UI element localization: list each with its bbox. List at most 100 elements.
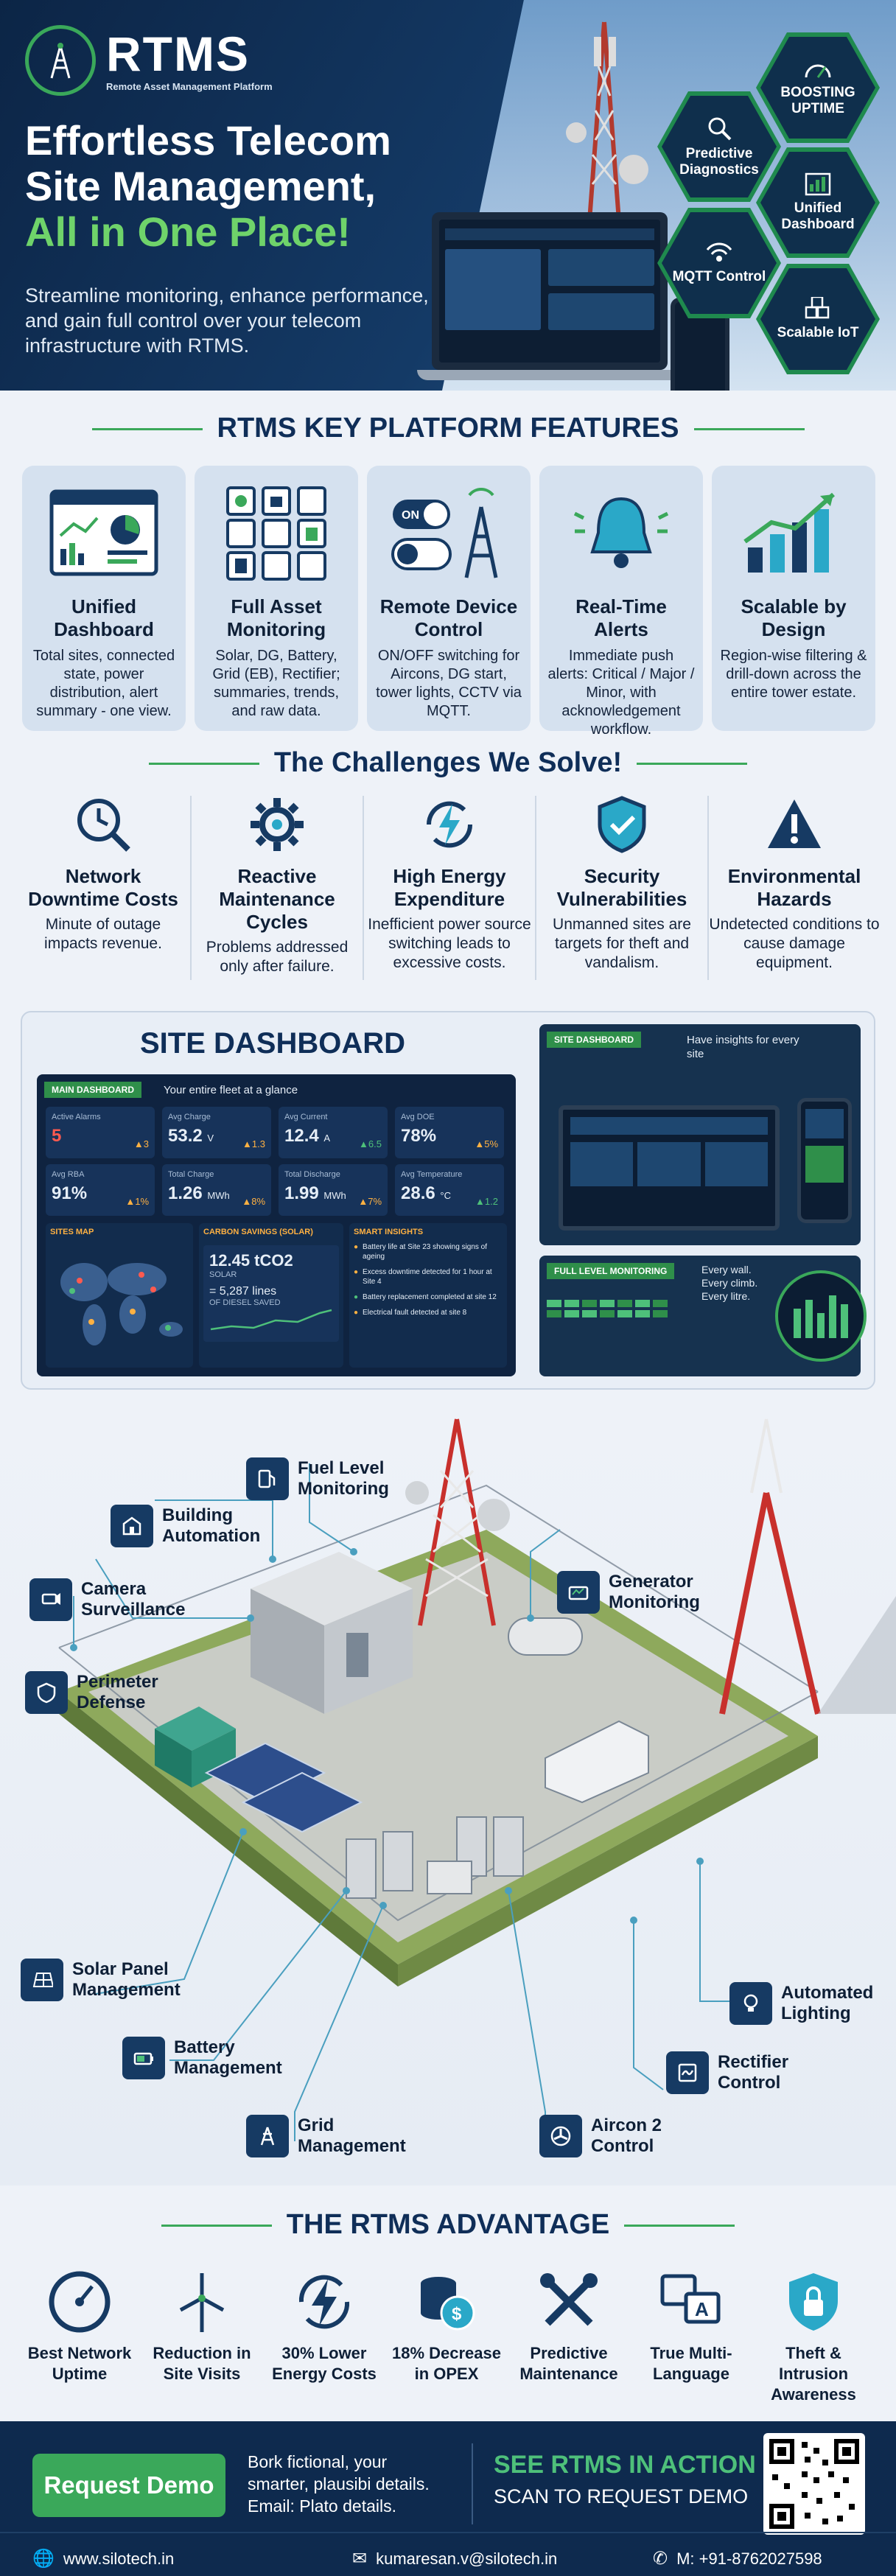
see-subtitle: SCAN TO REQUEST DEMO: [494, 2485, 749, 2507]
footer-email[interactable]: ✉ kumaresan.v@silotech.in: [352, 2548, 557, 2569]
callout-label: Rectifier Control: [718, 2052, 789, 2093]
site-dashboard-mockup: SITE DASHBOARD Have insights for every s…: [539, 1024, 861, 1245]
fuel-monitoring-panel: FULL LEVEL MONITORING Every wall. Every …: [539, 1256, 867, 1376]
kpi-label: Avg DOE: [401, 1113, 435, 1121]
carbon-lines: = 5,287 lines: [209, 1285, 277, 1298]
asset-grid-icon: [226, 486, 326, 581]
advantage-label: 30% Lower Energy Costs: [272, 2344, 377, 2383]
bulb-icon: [729, 1982, 772, 2025]
feature-title: Unified Dashboard: [54, 595, 154, 640]
callout-generator-monitoring: Generator Monitoring: [557, 1571, 719, 1614]
magnifier-gear-icon: [708, 117, 732, 141]
callout-connectors: [70, 1463, 744, 2141]
insight-icon: ●: [354, 1268, 359, 1276]
hero-title: Effortless Telecom Site Management, All …: [25, 118, 391, 255]
callout-aircon-control: Aircon 2 Control: [539, 2115, 672, 2157]
challenge-text: Problems addressed only after failure.: [206, 939, 349, 975]
advantage-predictive: Predictive Maintenance: [510, 2265, 628, 2384]
footer: Request Demo Bork fictional, your smarte…: [0, 2421, 896, 2576]
qr-code[interactable]: [763, 2433, 865, 2535]
carbon-savings-panel[interactable]: CARBON SAVINGS (SOLAR) 12.45 tCO2 SOLAR …: [199, 1223, 343, 1368]
smart-insights-panel[interactable]: SMART INSIGHTS ●Battery life at Site 23 …: [349, 1223, 507, 1368]
feature-title: Full Asset Monitoring: [226, 595, 326, 640]
advantage-label: Best Network Uptime: [27, 2344, 132, 2383]
features-title: RTMS KEY PLATFORM FEATURES: [217, 413, 679, 444]
callout-label: Camera Surveillance: [81, 1579, 186, 1620]
globe-icon: 🌐: [32, 2549, 55, 2569]
tools-icon: [540, 2273, 598, 2326]
lock-icon: [789, 2273, 838, 2331]
hex-predictive-diagnostics: Predictive Diagnostics: [657, 91, 781, 202]
kpi-label: Avg Temperature: [401, 1170, 463, 1179]
footer-phone[interactable]: ✆M: +91-8762027598: [653, 2548, 822, 2569]
kpi-delta: ▲5%: [475, 1138, 498, 1149]
challenge-title: Security Vulnerabilities: [556, 865, 687, 910]
kpi-unit: MWh: [207, 1190, 230, 1201]
callout-label: Automated Lighting: [781, 1983, 874, 2023]
callout-label: Aircon 2 Control: [591, 2115, 662, 2156]
insight-text: Battery replacement completed at site 12: [363, 1293, 497, 1301]
callout-rectifier-control: Rectifier Control: [666, 2051, 799, 2094]
challenge-title: Environmental Hazards: [727, 865, 861, 910]
insights-label: SMART INSIGHTS: [354, 1228, 424, 1236]
brand-logo: RTMS Remote Asset Management Platform: [25, 25, 273, 96]
feature-text: Region-wise filtering & drill-down acros…: [720, 648, 867, 701]
laptop-base: [417, 370, 682, 380]
grid-tower-icon: [246, 2115, 289, 2157]
feature-title: Scalable by Design: [741, 595, 847, 640]
mail-icon: ✉: [352, 2549, 368, 2569]
advantage-label: Reduction in Site Visits: [153, 2344, 251, 2383]
dashboard-screen-icon: [49, 489, 158, 576]
fan-icon: [539, 2115, 582, 2157]
callout-battery-management: Battery Management: [122, 2037, 284, 2079]
feature-card-unified-dashboard: Unified Dashboard Total sites, connected…: [22, 466, 186, 731]
feature-text: ON/OFF switching for Aircons, DG start, …: [376, 648, 522, 719]
gauge-icon: [49, 2271, 111, 2333]
main-dashboard-tag: MAIN DASHBOARD: [44, 1082, 141, 1098]
challenge-text: Undetected conditions to cause damage eq…: [709, 916, 880, 971]
challenges-heading: The Challenges We Solve!: [0, 747, 896, 779]
callout-label: Grid Management: [298, 2115, 406, 2156]
toggle-on-label: ON: [402, 509, 419, 522]
bell-icon: [573, 497, 669, 568]
insight-text: Excess downtime detected for 1 hour at S…: [363, 1268, 492, 1286]
clock-magnifier-icon: [77, 799, 130, 852]
advantage-site-visits: Reduction in Site Visits: [143, 2265, 261, 2384]
sites-map-panel[interactable]: SITES MAP: [46, 1223, 193, 1368]
kpi-unit: MWh: [323, 1190, 346, 1201]
request-demo-button[interactable]: Request Demo: [32, 2454, 225, 2517]
challenge-text: Inefficient power source switching leads…: [368, 916, 531, 971]
kpi-label: Total Discharge: [284, 1170, 340, 1179]
features-heading: RTMS KEY PLATFORM FEATURES: [0, 413, 896, 444]
shield-check-icon: [598, 796, 646, 853]
callout-label: Solar Panel Management: [72, 1959, 181, 2000]
footer-website[interactable]: 🌐 www.silotech.in: [32, 2548, 174, 2569]
fuel-gauge-icon: [775, 1270, 867, 1362]
email-text: kumaresan.v@silotech.in: [376, 2549, 558, 2568]
advantage-label: True Multi-Language: [650, 2344, 732, 2383]
dashboard-title: SITE DASHBOARD: [139, 1027, 406, 1060]
warning-triangle-icon: [768, 799, 821, 848]
kpi-delta: ▲7%: [358, 1196, 382, 1207]
divider: [707, 796, 709, 980]
sites-map-label: SITES MAP: [50, 1228, 94, 1236]
website-text: www.silotech.in: [63, 2549, 175, 2568]
hero-title-line2: Site Management,: [25, 163, 377, 209]
feature-title: Real-Time Alerts: [575, 595, 667, 640]
footer-blurb-line: Bork fictional, your: [248, 2452, 388, 2471]
dashboard-icon: [805, 172, 831, 196]
hex-boosting-uptime: BOOSTING UPTIME: [756, 32, 880, 143]
battery-icon: [122, 2037, 165, 2079]
carbon-label: CARBON SAVINGS (SOLAR): [203, 1228, 313, 1236]
see-in-action: SEE RTMS IN ACTION SCAN TO REQUEST DEMO: [494, 2451, 756, 2508]
callout-label: Building Automation: [162, 1505, 261, 1546]
svg-text:A: A: [695, 2298, 709, 2320]
